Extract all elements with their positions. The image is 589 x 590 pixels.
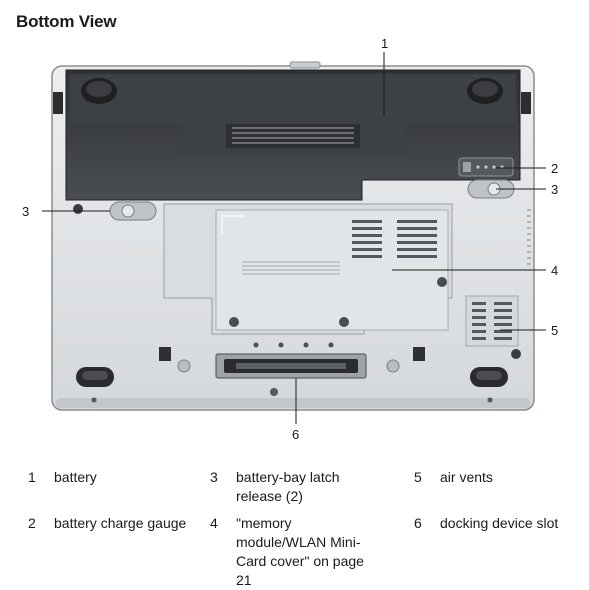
rubber-foot-right (470, 367, 508, 387)
screw-icon (487, 397, 493, 403)
callout-label-docking-slot: 6 (292, 427, 299, 442)
cover-vent-slots-left (352, 220, 382, 258)
legend-number: 4 (210, 515, 218, 531)
callout-legend: 1 battery 2 battery charge gauge 3 batte… (0, 462, 589, 588)
callout-label-latch-left: 3 (22, 204, 29, 219)
regulatory-label-text-lines (242, 261, 340, 275)
legend-number: 1 (28, 469, 36, 485)
docking-device-slot (215, 342, 367, 379)
battery (65, 69, 521, 201)
side-vent-lines (527, 209, 531, 265)
docking-guide-hole-right (413, 347, 425, 361)
battery-charge-gauge (458, 157, 514, 177)
screw-icon (386, 359, 400, 373)
legend-label: docking device slot (440, 515, 559, 531)
callout-label-air-vents: 5 (551, 323, 558, 338)
legend-number: 5 (414, 469, 422, 485)
legend-number: 6 (414, 515, 422, 531)
screw-icon (339, 317, 349, 327)
screw-icon (177, 359, 191, 373)
rubber-foot-left (76, 367, 114, 387)
docking-guide-hole-left (159, 347, 171, 361)
memory-module-cover (163, 203, 453, 335)
callout-label-latch-right: 3 (551, 182, 558, 197)
page-title: Bottom View (16, 12, 117, 31)
screw-icon (91, 397, 97, 403)
callout-leader-lines (42, 52, 546, 424)
screw-icon (73, 204, 83, 214)
screw-icon (270, 388, 278, 396)
screw-icon (511, 349, 521, 359)
legend-label: "memory module/WLAN Mini-Card cover" on … (236, 515, 364, 588)
screw-icon (437, 277, 447, 287)
legend-label: battery (54, 469, 97, 485)
callout-label-charge-gauge: 2 (551, 161, 558, 176)
legend-label: battery-bay latch release (2) (236, 469, 340, 504)
callout-label-battery: 1 (381, 36, 388, 51)
legend-number: 3 (210, 469, 218, 485)
air-vents (465, 295, 519, 347)
battery-latch-release-left (109, 201, 157, 221)
legend-label: air vents (440, 469, 493, 485)
legend-label: battery charge gauge (54, 515, 187, 531)
callout-label-memory-cover: 4 (551, 263, 558, 278)
battery-grip-lines (232, 127, 354, 144)
cover-vent-slots-right (397, 220, 437, 258)
laptop-bottom-view-illustration: 1 2 3 3 4 5 6 (22, 36, 558, 442)
screw-icon (229, 317, 239, 327)
legend-number: 2 (28, 515, 36, 531)
